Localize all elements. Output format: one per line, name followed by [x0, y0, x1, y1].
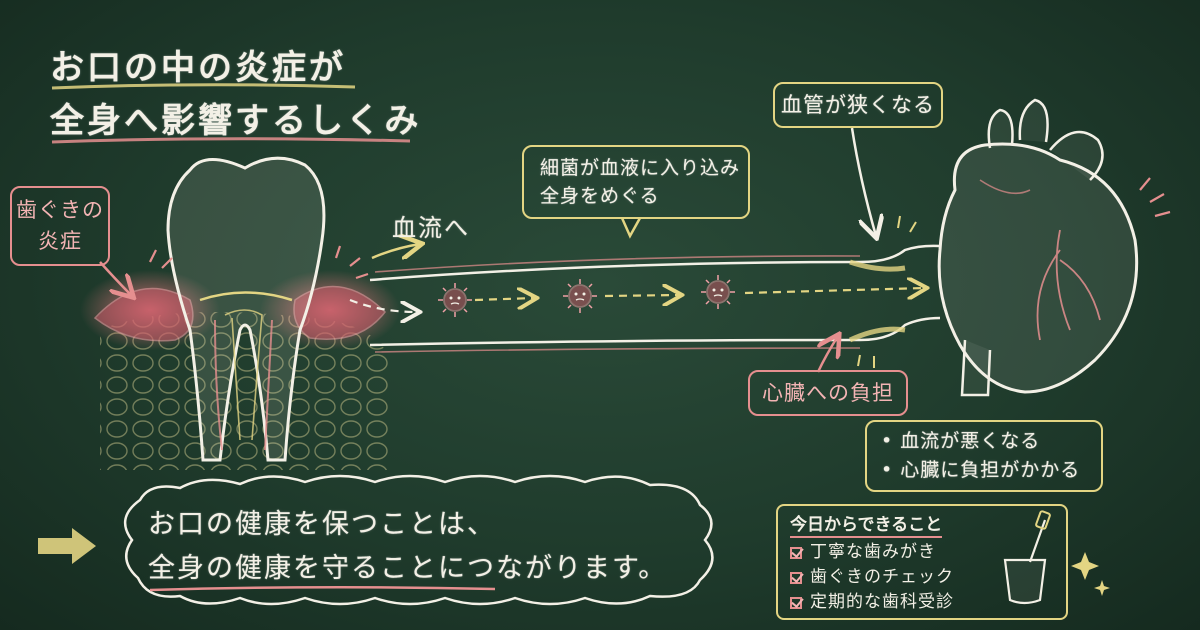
effects-list: • 血流が悪くなる • 心臓に負担がかかる [865, 420, 1103, 492]
today-actions-box: 今日からできること 丁寧な歯みがき 歯ぐきのチェック 定期的な歯科受診 [776, 504, 1068, 620]
heart-marks [1139, 177, 1171, 218]
bacteria-callout-tail [620, 217, 642, 239]
bacterium-2 [563, 279, 597, 313]
blood-flow-arrow [371, 244, 420, 258]
bacterium-3 [701, 275, 735, 309]
bacteria-flow-path [349, 298, 418, 312]
slogan-cloud [123, 474, 714, 606]
bacteria-flow-path-3 [604, 295, 680, 296]
vessel-narrow-marks [857, 215, 917, 368]
bacteria-flow-path-4 [744, 288, 925, 293]
slogan-line-2: 全身の健康を守ることにつながります。 [148, 553, 668, 584]
bacteria-callout-line-1: 細菌が血液に入り込み [540, 157, 741, 179]
tooth-drawing [166, 156, 326, 462]
slogan: お口の健康を保つことは、 全身の健康を守ることにつながります。 [148, 503, 667, 591]
slogan-arrow-icon [38, 528, 96, 564]
today-item-1: 丁寧な歯みがき [790, 540, 1054, 565]
slogan-line-1: お口の健康を保つことは、 [148, 509, 496, 540]
heart-drawing [937, 98, 1139, 397]
title-underline-2 [51, 137, 411, 144]
inflammation-marks [149, 245, 369, 280]
heart-burden-text: 心臓への負担 [762, 380, 894, 405]
checkbox-checked-icon [790, 571, 802, 584]
bacteria-callout-line-2: 全身をめぐる [540, 185, 660, 207]
effect-item-1: • 血流が悪くなる [881, 430, 1041, 452]
effect-item-2: • 心臓に負担がかかる [881, 459, 1081, 481]
heart-burden-label: 心臓への負担 [748, 370, 908, 416]
today-item-2: 歯ぐきのチェック [790, 565, 1054, 590]
bacteria-flow-path-2 [474, 298, 535, 300]
sparkle-icon [1071, 552, 1110, 596]
slogan-underline [149, 585, 496, 592]
today-title: 今日からできること [790, 514, 943, 538]
title-underline-1 [51, 83, 356, 90]
vessel-narrow-text: 血管が狭くなる [781, 92, 935, 117]
vessel-narrow-arrow [850, 127, 876, 236]
today-item-2-label: 歯ぐきのチェック [810, 567, 954, 587]
jaw-bone [100, 312, 390, 470]
today-item-3: 定期的な歯科受診 [790, 590, 1054, 615]
bacterium-1 [438, 283, 472, 317]
checkbox-checked-icon [790, 596, 802, 609]
vessel-narrow-label: 血管が狭くなる [773, 82, 943, 128]
toothbrush-cup-icon [1003, 510, 1051, 605]
blood-flow-label: 血流へ [392, 214, 470, 242]
checkbox-checked-icon [790, 546, 802, 559]
gum-label-line-1: 歯ぐきの [16, 198, 104, 222]
bacteria-callout: 細菌が血液に入り込み 全身をめぐる [522, 145, 750, 219]
gum-inflammation-label: 歯ぐきの 炎症 [10, 186, 110, 266]
heart-burden-arrow [818, 336, 838, 373]
title-line-1: お口の中の炎症が [50, 48, 346, 88]
title-line-2: 全身へ影響するしくみ [50, 101, 422, 141]
today-item-3-label: 定期的な歯科受診 [810, 592, 954, 612]
today-item-1-label: 丁寧な歯みがき [810, 542, 936, 562]
gum-label-line-2: 炎症 [38, 229, 82, 253]
